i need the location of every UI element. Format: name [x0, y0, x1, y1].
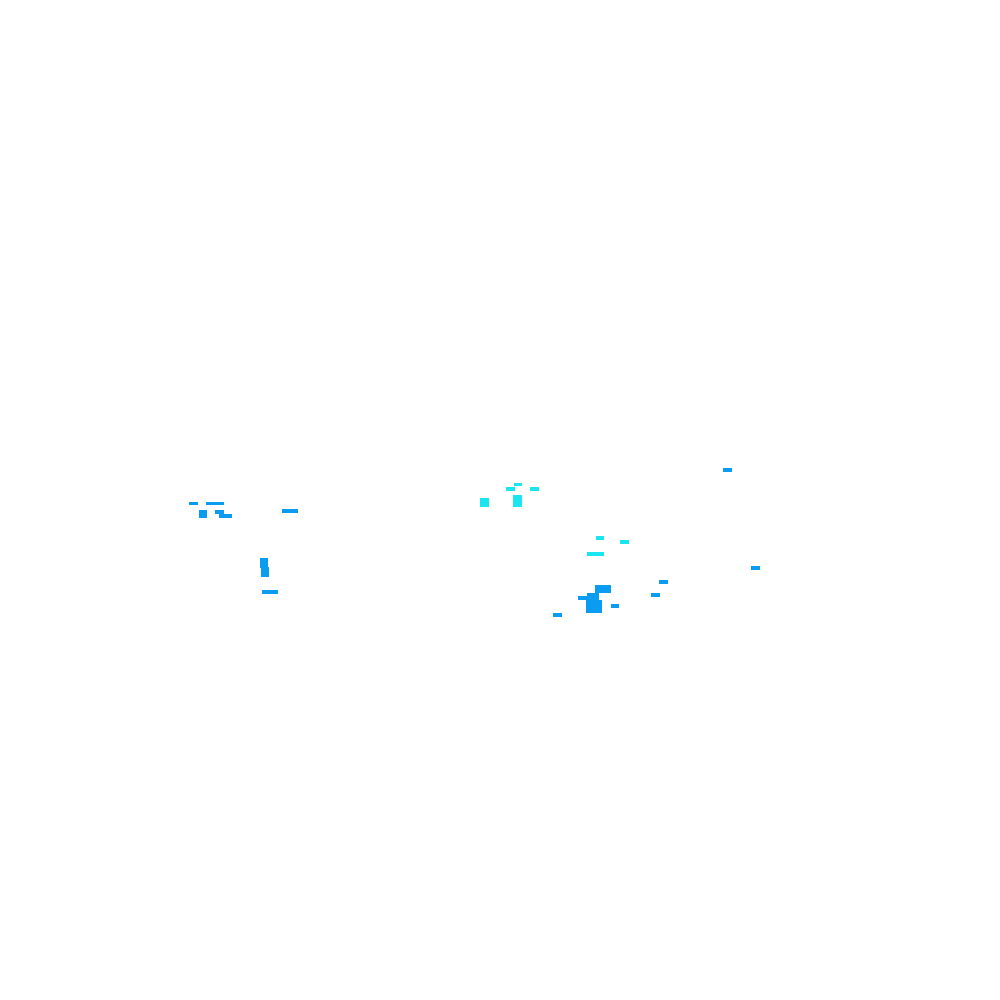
fragment — [219, 514, 232, 518]
fragment — [595, 585, 611, 593]
fragment — [651, 593, 660, 597]
fragment — [659, 580, 668, 584]
fragment — [506, 487, 515, 491]
fragment — [199, 510, 207, 518]
fragment — [596, 536, 604, 540]
fragment — [514, 483, 522, 486]
fragment — [480, 498, 489, 507]
fragment — [587, 593, 599, 601]
fragment — [723, 468, 732, 472]
fragment — [620, 540, 629, 544]
fragment — [578, 596, 588, 600]
fragment — [530, 487, 539, 491]
fragment — [260, 558, 268, 568]
fragment — [513, 495, 522, 507]
fragment — [586, 600, 602, 613]
fragment — [206, 502, 224, 505]
fragment — [261, 567, 269, 577]
fragment — [751, 566, 760, 570]
fragment — [553, 613, 562, 617]
fragment — [611, 604, 619, 608]
fragment — [189, 502, 198, 505]
fragment — [262, 590, 278, 594]
fragment — [282, 509, 298, 513]
fragment — [587, 552, 604, 556]
fragment — [215, 510, 224, 514]
